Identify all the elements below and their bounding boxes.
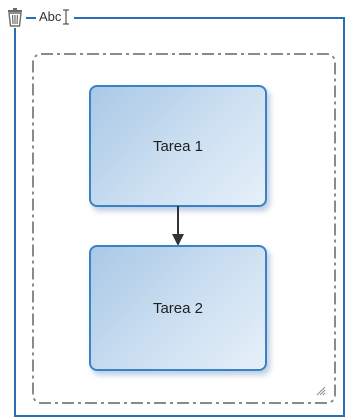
text-cursor-icon [63,9,70,25]
pool-container[interactable] [14,17,345,417]
title-leading-line [26,17,36,19]
task-label-2: Tarea 2 [152,299,204,317]
task-box-1[interactable]: Tarea 1 [89,85,267,207]
task-box-2[interactable]: Tarea 2 [89,245,267,371]
trash-icon[interactable] [4,6,26,28]
sequence-flow-arrow[interactable] [170,206,186,248]
resize-grip-icon[interactable] [314,384,326,396]
task-group[interactable] [32,53,336,404]
pool-title[interactable]: Abc [39,9,62,24]
pool-header: Abc [4,6,75,28]
task-label-1: Tarea 1 [152,137,204,155]
